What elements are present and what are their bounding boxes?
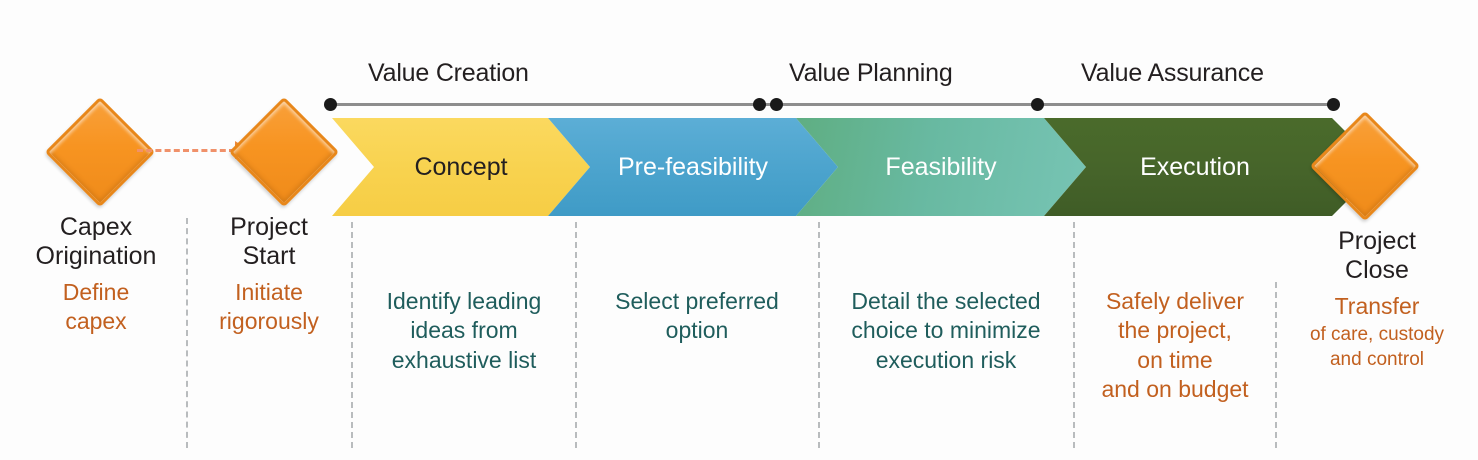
dashed-connector-line xyxy=(137,149,235,152)
stage-chevron-execution[interactable]: Execution xyxy=(1044,118,1346,216)
column-description-project-start: Initiate rigorously xyxy=(219,279,319,335)
phase-band-title-value-creation: Value Creation xyxy=(368,59,529,87)
stage-chevron-pre-feasibility[interactable]: Pre-feasibility xyxy=(548,118,838,216)
column-feasibility: Detail the selected choice to minimize e… xyxy=(822,287,1070,375)
column-heading-project-start: Project Start xyxy=(230,213,308,270)
column-project-close: Project Close Transfer of care, custody … xyxy=(1280,227,1474,372)
gate-milestone-dot-2[interactable] xyxy=(753,98,766,111)
column-project-start: Project Start Initiate rigorously xyxy=(190,213,348,337)
stage-label-concept: Concept xyxy=(414,152,508,181)
gate-milestone-dot-4[interactable] xyxy=(1031,98,1044,111)
timeline-rail xyxy=(330,103,1338,106)
gate-milestone-dot-5[interactable] xyxy=(1327,98,1340,111)
column-heading-project-close: Project Close xyxy=(1338,227,1416,284)
column-description-capex-origination: Define capex xyxy=(62,279,130,335)
column-execution: Safely deliver the project, on time and … xyxy=(1078,287,1272,405)
column-description-project-close: Transfer xyxy=(1334,293,1420,319)
column-description-pre-feasibility: Select preferred option xyxy=(615,288,779,344)
column-divider-1 xyxy=(186,218,188,448)
stage-label-feasibility: Feasibility xyxy=(885,152,997,181)
column-divider-6 xyxy=(1275,282,1277,448)
column-description-concept: Identify leading ideas from exhaustive l… xyxy=(386,288,542,373)
phase-band-title-value-planning: Value Planning xyxy=(789,59,953,87)
column-divider-2 xyxy=(351,222,353,448)
column-divider-4 xyxy=(818,222,820,448)
column-divider-3 xyxy=(575,222,577,448)
gate-milestone-dot-3[interactable] xyxy=(770,98,783,111)
column-concept: Identify leading ideas from exhaustive l… xyxy=(356,287,572,375)
column-divider-5 xyxy=(1073,222,1075,448)
stage-chevron-concept[interactable]: Concept xyxy=(332,118,590,216)
column-description-secondary-project-close: of care, custody and control xyxy=(1309,324,1445,370)
column-capex-origination: Capex Origination Define capex xyxy=(16,213,176,337)
column-description-feasibility: Detail the selected choice to minimize e… xyxy=(851,288,1041,373)
column-description-execution: Safely deliver the project, on time and … xyxy=(1101,288,1249,403)
phase-band-title-value-assurance: Value Assurance xyxy=(1081,59,1264,87)
stage-chevron-feasibility[interactable]: Feasibility xyxy=(796,118,1086,216)
column-pre-feasibility: Select preferred option xyxy=(580,287,814,346)
milestone-diamond-project-start[interactable] xyxy=(228,96,340,208)
stage-label-execution: Execution xyxy=(1140,152,1250,181)
milestone-diamond-capex-origination[interactable] xyxy=(44,96,156,208)
column-heading-capex-origination: Capex Origination xyxy=(35,213,157,270)
gate-milestone-dot-1[interactable] xyxy=(324,98,337,111)
stage-label-pre-feasibility: Pre-feasibility xyxy=(617,152,769,181)
